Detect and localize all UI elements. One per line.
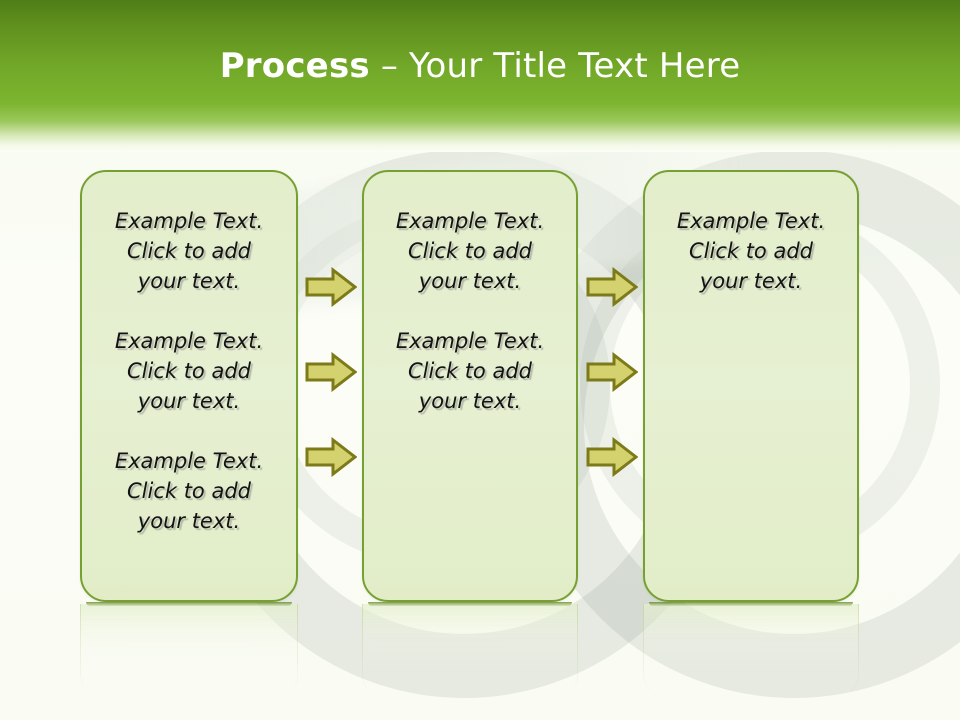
process-step-box-1-content: Example Text. Click to add your text. Ex… bbox=[82, 172, 296, 546]
reflection-cap-step-3 bbox=[649, 602, 853, 606]
process-step-box-2-content: Example Text. Click to add your text. Ex… bbox=[364, 172, 576, 426]
process-step-3-paragraph-1: Example Text. Click to add your text. bbox=[676, 209, 826, 293]
title-banner: Process – Your Title Text Here bbox=[0, 0, 960, 152]
arrow-right-icon[interactable] bbox=[586, 352, 638, 392]
reflection-step-3 bbox=[643, 604, 859, 700]
process-step-box-2[interactable]: Example Text. Click to add your text. Ex… bbox=[362, 170, 578, 602]
arrow-right-icon[interactable] bbox=[305, 267, 357, 307]
process-step-1-paragraph-1: Example Text. Click to add your text. bbox=[114, 209, 264, 293]
process-step-2-paragraph-2: Example Text. Click to add your text. bbox=[395, 329, 545, 413]
arrow-right-icon[interactable] bbox=[305, 352, 357, 392]
reflection-cap-step-1 bbox=[86, 602, 292, 606]
page-title: Process – Your Title Text Here bbox=[0, 46, 960, 86]
process-step-box-1[interactable]: Example Text. Click to add your text. Ex… bbox=[80, 170, 298, 602]
reflection-cap-step-2 bbox=[368, 602, 572, 606]
process-step-1-paragraph-3: Example Text. Click to add your text. bbox=[114, 449, 264, 533]
reflection-step-1 bbox=[80, 604, 298, 700]
process-step-box-3-content: Example Text. Click to add your text. bbox=[645, 172, 857, 306]
arrow-right-icon[interactable] bbox=[305, 437, 357, 477]
arrow-right-icon[interactable] bbox=[586, 267, 638, 307]
process-step-1-paragraph-2: Example Text. Click to add your text. bbox=[114, 329, 264, 413]
reflection-step-2 bbox=[362, 604, 578, 700]
page-title-strong: Process bbox=[219, 46, 370, 86]
page-title-rest: – Your Title Text Here bbox=[369, 46, 741, 86]
arrow-right-icon[interactable] bbox=[586, 437, 638, 477]
process-step-2-paragraph-1: Example Text. Click to add your text. bbox=[395, 209, 545, 293]
process-step-box-3[interactable]: Example Text. Click to add your text. bbox=[643, 170, 859, 602]
